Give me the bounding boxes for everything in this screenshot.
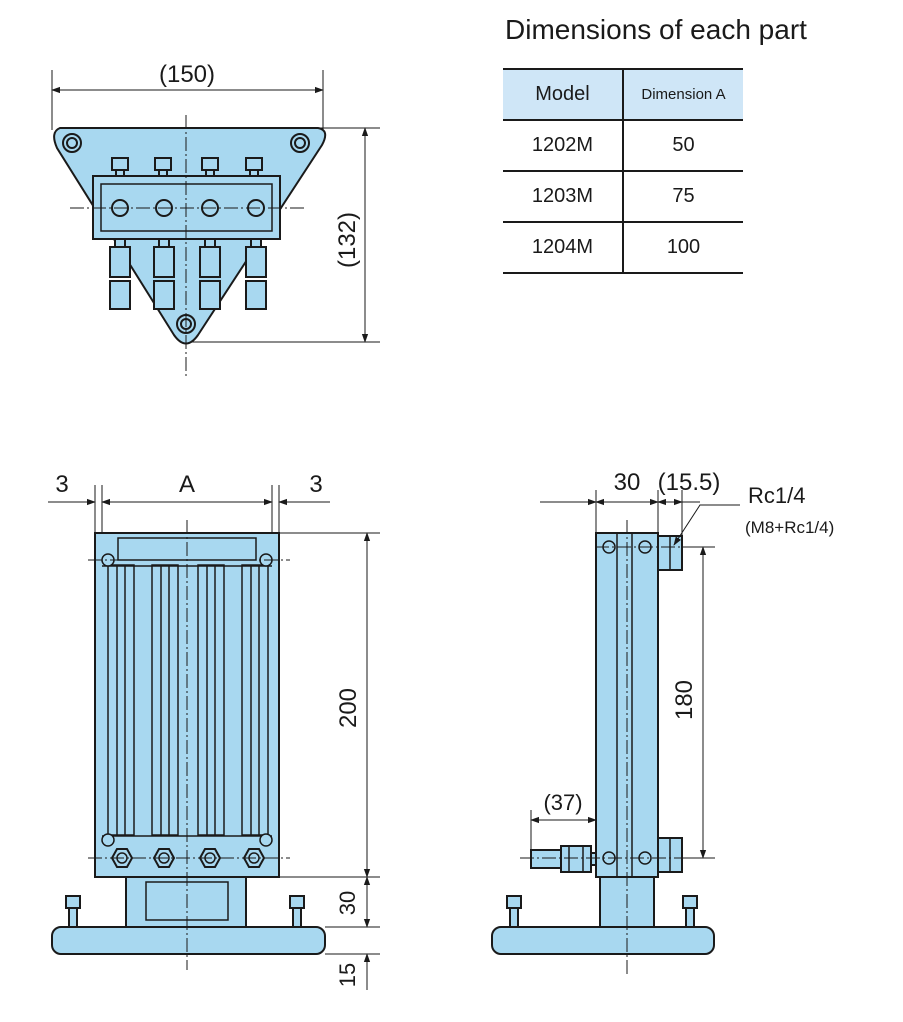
side-pitch-label: 180	[671, 680, 698, 720]
side-base-bolts	[506, 895, 698, 928]
cell-dimension-a: 50	[623, 120, 743, 172]
top-height-label: (132)	[334, 212, 361, 268]
side-port-sub-label: (M8+Rc1/4)	[745, 518, 834, 537]
cell-model: 1202M	[503, 120, 624, 172]
mount-hole-left	[62, 133, 82, 153]
table-row: 1202M 50	[503, 120, 743, 172]
table-row: 1204M 100	[503, 222, 743, 274]
side-depth-label: 30	[614, 469, 641, 496]
side-fitting-label: (37)	[543, 790, 582, 815]
top-view	[53, 127, 327, 345]
front-dim-a-label: A	[179, 471, 195, 498]
cell-dimension-a: 75	[623, 171, 743, 223]
front-right-gap-label: 3	[309, 471, 322, 498]
cell-dimension-a: 100	[623, 222, 743, 274]
front-base-label: 30	[335, 891, 360, 915]
mount-hole-right	[290, 133, 310, 153]
top-fittings	[111, 157, 263, 177]
dimension-table: Model Dimension A 1202M 50 1203M 75 1204…	[503, 68, 743, 274]
front-foot-label: 15	[335, 963, 360, 987]
front-base-plate	[51, 926, 326, 955]
side-offset-label: (15.5)	[658, 469, 721, 496]
front-left-gap-label: 3	[55, 471, 68, 498]
side-left-fitting	[530, 845, 597, 873]
top-view-centerlines	[70, 115, 305, 378]
front-dimensions	[48, 485, 380, 990]
side-port-fittings	[657, 535, 683, 873]
bottom-fittings	[109, 238, 267, 310]
header-model: Model	[503, 68, 624, 121]
cell-model: 1203M	[503, 171, 624, 223]
front-view	[51, 532, 326, 955]
front-centerlines	[88, 520, 290, 970]
side-view	[491, 532, 715, 955]
table-row: 1203M 75	[503, 171, 743, 223]
front-height-label: 200	[335, 688, 362, 728]
side-port-label: Rc1/4	[748, 483, 805, 508]
table-header-row: Model Dimension A	[503, 68, 743, 121]
cell-model: 1204M	[503, 222, 624, 274]
header-dimension-a: Dimension A	[623, 68, 743, 121]
side-base-plate	[491, 926, 715, 955]
front-base-bolts	[65, 895, 305, 928]
top-view-dimensions	[51, 70, 380, 343]
table-title: Dimensions of each part	[505, 14, 807, 45]
top-width-label: (150)	[159, 61, 215, 88]
side-dimensions	[530, 490, 740, 859]
